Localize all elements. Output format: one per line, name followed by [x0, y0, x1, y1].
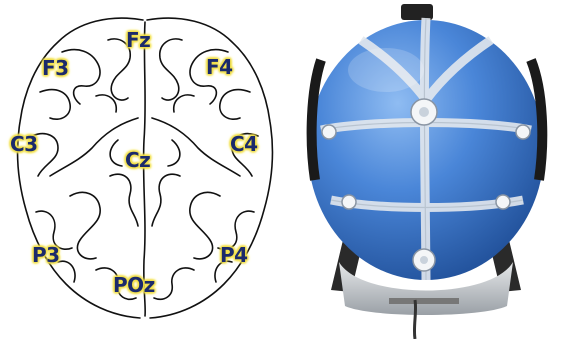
eeg-headset-illustration [291, 0, 561, 339]
electrode-label-c3: C3 [10, 134, 38, 154]
electrode-label-f3: F3 [42, 58, 69, 78]
electrode-label-c4: C4 [230, 134, 258, 154]
electrode-label-f4: F4 [206, 57, 233, 77]
electrode-label-fz: Fz [126, 30, 150, 50]
eeg-headset-photo [291, 0, 561, 339]
electrode-label-poz: POz [113, 275, 155, 295]
electrode-label-p3: P3 [32, 245, 60, 265]
electrode-label-p4: P4 [220, 245, 248, 265]
electrode-label-cz: Cz [125, 150, 150, 170]
brain-diagram: Fz F3 F4 C3 Cz C4 P3 P4 POz [0, 0, 290, 339]
